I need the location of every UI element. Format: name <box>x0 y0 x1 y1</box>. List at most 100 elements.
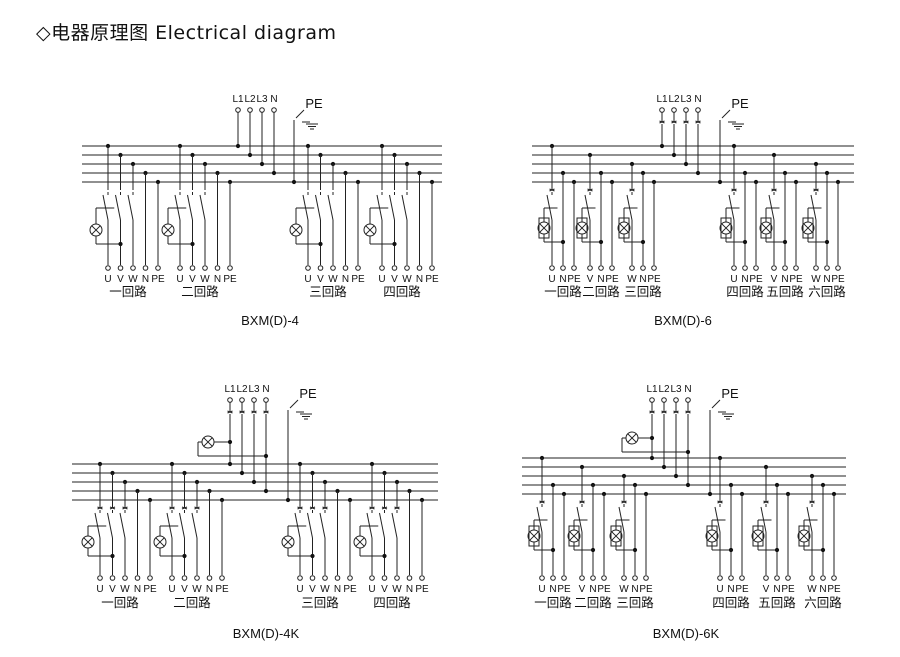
breaker-mark <box>251 410 257 414</box>
indicator-lamp-icon <box>609 529 623 543</box>
switch-contact-icon <box>294 510 301 540</box>
output-terminal-label-pe: PE <box>151 274 165 285</box>
contactor-coil-box <box>538 217 550 239</box>
pe-label: PE <box>299 386 317 401</box>
output-terminal-label-w: W <box>392 584 402 595</box>
source-label-n: N <box>262 384 269 395</box>
breaker-mark <box>381 506 388 510</box>
contactor-coil-box <box>720 217 732 239</box>
output-terminal-label-u: U <box>716 584 723 595</box>
ground-icon <box>722 413 734 420</box>
circuit-name: 三回路 <box>624 284 662 299</box>
output-terminal <box>579 575 585 581</box>
source-label-l2: L2 <box>658 384 670 395</box>
switch-blade <box>319 512 326 539</box>
breaker-icon <box>587 186 593 192</box>
output-terminal-label-n: N <box>631 584 638 595</box>
source-label-l3: L3 <box>680 94 692 105</box>
breaker-icon <box>109 504 116 510</box>
output-terminal-label-w: W <box>328 274 338 285</box>
switch-blade <box>115 194 121 221</box>
breaker-icon <box>97 504 103 510</box>
junction-dot <box>190 241 195 247</box>
breaker-icon <box>661 408 667 414</box>
junction-dot <box>235 143 241 149</box>
output-terminal-label-n: N <box>406 584 413 595</box>
breaker-icon <box>369 504 375 510</box>
output-terminal <box>214 265 221 271</box>
source-terminal-l1 <box>659 107 665 113</box>
output-terminal-label-n: N <box>416 274 423 285</box>
output-terminal <box>820 575 826 581</box>
lamp-cross <box>163 225 173 235</box>
output-terminal-label-n: N <box>819 584 826 595</box>
output-terminal-label-pe: PE <box>567 274 581 285</box>
switch-blade <box>401 194 408 221</box>
output-terminal-label-pe: PE <box>647 274 661 285</box>
diagram-caption: BXM(D)-4 <box>241 313 299 328</box>
output-terminal-label-v: V <box>189 274 196 285</box>
circuit-name: 一回路 <box>109 284 147 299</box>
junction-dot <box>382 553 387 559</box>
switch-contact-icon <box>391 510 398 540</box>
output-terminal <box>109 575 116 581</box>
lamp-cross <box>627 433 637 443</box>
source-label-l2: L2 <box>236 384 248 395</box>
output-terminal <box>651 265 657 271</box>
output-terminal-label-n: N <box>134 584 141 595</box>
junction-dot <box>251 479 257 485</box>
switch-contact-icon <box>302 192 309 222</box>
breaker-mark <box>717 500 723 504</box>
breaker-mark <box>369 506 375 510</box>
source-terminal-l3 <box>673 397 679 403</box>
source-label-l3: L3 <box>248 384 260 395</box>
breaker-mark <box>771 188 777 192</box>
output-terminal-label-w: W <box>811 274 821 285</box>
breaker-mark <box>629 188 635 192</box>
junction-dot <box>247 152 253 158</box>
junction-dot <box>182 553 187 559</box>
output-terminal <box>561 575 567 581</box>
diagram-caption: BXM(D)-4K <box>233 626 300 641</box>
output-terminal <box>134 575 141 581</box>
output-terminal <box>369 575 375 581</box>
switch-contact-icon <box>179 510 185 540</box>
output-terminal-label-pe: PE <box>425 274 439 285</box>
breaker-mark <box>731 188 737 192</box>
switch-contact-icon <box>379 510 385 540</box>
pe-switch-blade <box>721 109 731 119</box>
junction-dot <box>110 553 115 559</box>
breaker-icon <box>695 118 701 124</box>
indicator-lamp-icon <box>81 535 95 549</box>
source-label-l3: L3 <box>256 94 268 105</box>
ground-icon <box>732 123 744 130</box>
indicator-lamp-icon <box>575 221 589 235</box>
ground-icon <box>300 413 312 420</box>
lamp-cross <box>83 537 93 547</box>
switch-blade <box>327 194 334 221</box>
switch-blade <box>127 194 134 221</box>
output-terminal-label-w: W <box>120 584 130 595</box>
lamp-cross <box>155 537 165 547</box>
output-terminal <box>560 265 566 271</box>
breaker-icon <box>251 408 257 414</box>
output-terminal <box>305 265 311 271</box>
output-terminal-label-n: N <box>342 274 349 285</box>
junction-dot <box>227 461 233 467</box>
switch-contact-icon <box>199 192 206 222</box>
breaker-icon <box>763 498 769 504</box>
breaker-mark <box>671 120 677 124</box>
lamp-cross <box>569 531 579 541</box>
source-terminal-l2 <box>671 107 677 113</box>
breaker-icon <box>549 186 555 192</box>
indicator-lamp-icon <box>289 223 303 237</box>
indicator-lamp-icon <box>759 221 773 235</box>
switch-blade <box>315 194 321 221</box>
junction-dot <box>728 547 734 553</box>
contactor-coil-box <box>760 217 772 239</box>
